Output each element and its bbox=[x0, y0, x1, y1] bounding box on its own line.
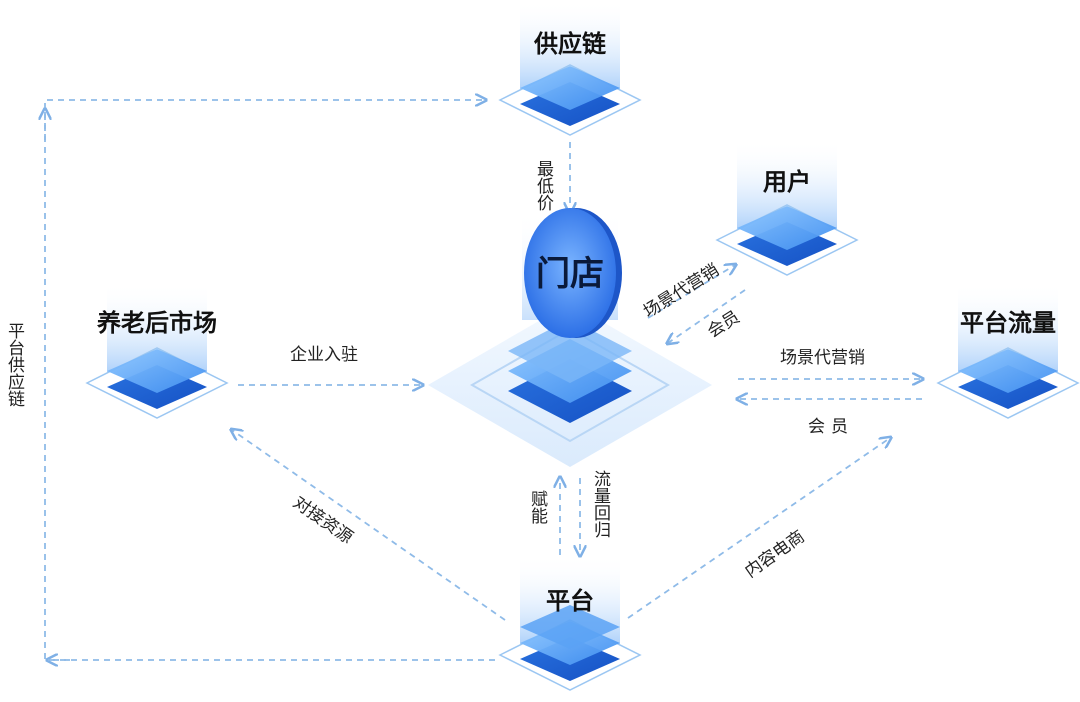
supply-chain-label: 供应链 bbox=[533, 30, 607, 58]
elderly-aftermarket-label: 养老后市场 bbox=[96, 309, 217, 337]
edge-platform-to-elderly bbox=[232, 430, 506, 621]
label-empower: 赋能 bbox=[527, 490, 548, 525]
label-scene-marketing-traffic: 场景代营销 bbox=[780, 348, 865, 368]
node-elderly-aftermarket: 养老后市场 bbox=[85, 283, 229, 419]
platform-traffic-label: 平台流量 bbox=[960, 309, 1056, 337]
edge-platform-to-traffic bbox=[627, 438, 890, 619]
store-disk bbox=[524, 208, 622, 338]
edge-store-to-user bbox=[647, 265, 735, 319]
label-scene-marketing-user: 场景代营销 bbox=[640, 260, 723, 322]
label-content-ecommerce: 内容电商 bbox=[741, 527, 808, 582]
platform-supply-chain-loop bbox=[44, 100, 495, 661]
node-store: 门店 bbox=[428, 208, 712, 467]
label-platform-supply-chain: 平台供应链 bbox=[4, 322, 25, 407]
label-member-user: 会员 bbox=[704, 307, 743, 342]
label-member-traffic: 会员 bbox=[808, 417, 854, 437]
user-label: 用户 bbox=[763, 168, 811, 196]
platform-label: 平台 bbox=[546, 587, 594, 615]
store-label: 门店 bbox=[536, 254, 604, 294]
label-traffic-return: 流量回归 bbox=[590, 470, 611, 538]
edge-user-to-store bbox=[668, 289, 746, 343]
label-enterprise-join: 企业入驻 bbox=[290, 345, 358, 365]
node-user: 用户 bbox=[715, 140, 859, 276]
node-supply-chain: 供应链 bbox=[498, 0, 642, 136]
node-platform-traffic: 平台流量 bbox=[936, 283, 1080, 419]
node-platform: 平台 bbox=[498, 555, 642, 691]
label-resource-docking: 对接资源 bbox=[289, 493, 356, 548]
label-lowest-price: 最低价 bbox=[533, 160, 554, 211]
